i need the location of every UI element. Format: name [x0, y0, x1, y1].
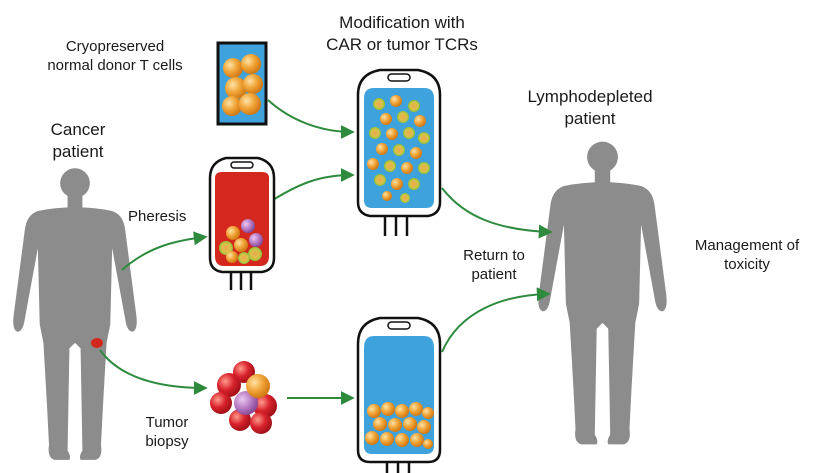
- tumor-site-marker-icon: [91, 338, 103, 348]
- arrow-pheresis-to-modification: [264, 168, 355, 206]
- cancer-patient-silhouette-icon: [13, 168, 137, 460]
- arrow-culture-bag-to-patient: [441, 287, 551, 353]
- lymphodepleted-patient-silhouette-icon: [538, 141, 667, 445]
- arrow-cryo-to-modification: [267, 99, 355, 139]
- arrow-modification-to-patient: [441, 187, 553, 239]
- tumor-infiltrating-lymphocyte-bag-icon: [356, 316, 442, 473]
- arrow-tumor-site-to-biopsy: [99, 349, 208, 395]
- pheresis-bag-icon: [208, 156, 276, 290]
- modification-bag-icon: [356, 68, 442, 236]
- tumor-cell-cluster-icon: [210, 361, 277, 434]
- pheresis-label: Pheresis: [128, 208, 187, 225]
- cryopreserved-cells-box-icon: [216, 41, 268, 126]
- arrow-patient-to-pheresis: [121, 231, 208, 271]
